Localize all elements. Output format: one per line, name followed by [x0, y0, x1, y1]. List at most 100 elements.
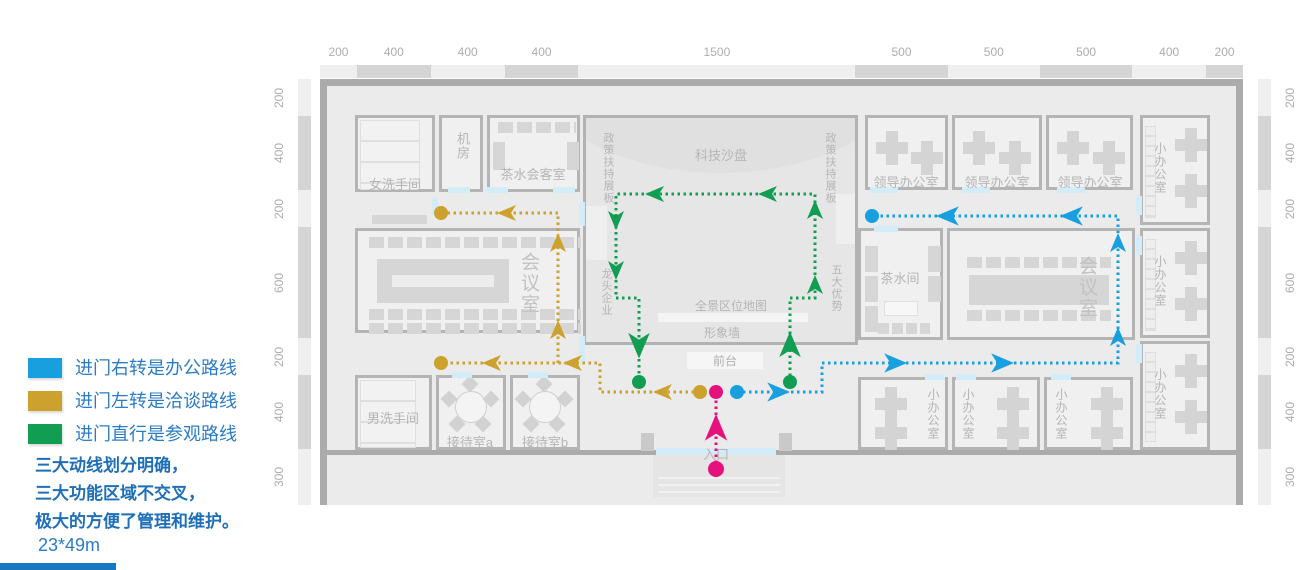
size-label: 23*49m: [38, 535, 101, 555]
chair-row: [369, 309, 581, 320]
note-line: 三大动线划分明确，: [35, 456, 188, 475]
ruler-segment: 400: [1258, 375, 1297, 450]
sofa: [865, 276, 878, 302]
room-label: 茶水间: [880, 271, 920, 286]
room-label: 男洗手间: [366, 411, 420, 426]
ruler-segment: 200: [272, 190, 311, 228]
exhibit-label: 全景区位地图: [694, 299, 767, 313]
toilet-stalls: [360, 120, 420, 190]
porch-step: [658, 491, 780, 493]
exhibit-label: 五大优势: [830, 264, 842, 312]
legend-swatch-negotiate: [28, 391, 62, 411]
room-label: 茶水会客室: [500, 167, 566, 182]
storage-rack: [1145, 239, 1156, 331]
desk: [875, 416, 907, 450]
bench-row: [878, 323, 930, 334]
ruler-segment: 300: [272, 449, 311, 506]
bench: [372, 215, 427, 224]
legend-item-visit: 进门直行是参观路线: [28, 424, 237, 444]
note-line: 极大的方便了管理和维护。: [35, 512, 239, 531]
room-men-restroom: [355, 375, 432, 450]
chair-row: [369, 237, 581, 248]
description-notes: 三大动线划分明确， 三大功能区域不交叉， 极大的方便了管理和维护。: [35, 452, 239, 536]
dimension-label: 400: [1283, 402, 1297, 423]
sofa: [567, 142, 579, 170]
tea-table: [884, 301, 918, 316]
ruler-segment: 500: [1039, 45, 1133, 78]
bottom-wall: [327, 450, 1236, 455]
ruler-segment: 500: [947, 45, 1040, 78]
sofa-row: [498, 122, 576, 133]
dimension-label: 300: [1283, 467, 1297, 488]
room-leader-office-3: [1046, 115, 1133, 190]
exhibit-label: 政策扶持展板: [824, 132, 836, 204]
dimension-label: 200: [328, 45, 349, 59]
room-label: 会议室: [518, 252, 539, 315]
legend-label: 进门左转是洽谈路线: [75, 391, 237, 411]
dimension-label: 200: [1283, 346, 1297, 367]
legend-item-negotiate: 进门左转是洽谈路线: [28, 391, 237, 411]
room-label: 小办公室: [961, 388, 975, 440]
desk: [1091, 416, 1123, 450]
ruler-segment: 200: [272, 79, 311, 117]
sofa: [493, 142, 505, 170]
room-label: 前台: [712, 354, 737, 368]
room-tea-lounge: [487, 115, 580, 192]
exhibit-label: 龙头企业: [600, 268, 612, 316]
desk: [999, 141, 1031, 175]
ruler-segment: 400: [430, 45, 505, 78]
ruler-segment: 400: [504, 45, 579, 78]
room-label: 小办公室: [1054, 388, 1068, 440]
door-opening: [579, 202, 585, 226]
room-label: 接待室a: [446, 435, 494, 450]
room-label: 机房: [455, 132, 470, 160]
ruler-segment: 600: [272, 227, 311, 339]
legend-label: 进门右转是办公路线: [75, 358, 237, 378]
dimension-label: 400: [383, 45, 404, 59]
dimension-label: 400: [1283, 143, 1297, 164]
porch-step: [658, 477, 780, 479]
legend-label: 进门直行是参观路线: [75, 424, 237, 444]
bottom-accent-bar: [0, 563, 116, 570]
storage-rack: [1145, 126, 1156, 218]
toilet-stalls: [360, 380, 416, 448]
hall-opening-right: [836, 194, 855, 244]
desk: [1175, 241, 1207, 275]
desk: [911, 141, 943, 175]
front-desk: 前台: [687, 352, 763, 369]
ruler-segment: 500: [855, 45, 948, 78]
right-dimension-ruler: 200 400 200 600 200 400 300: [1258, 79, 1297, 506]
ruler-segment: 400: [272, 116, 311, 191]
exhibit-label: 形象墙: [703, 326, 740, 340]
room-label: 领导办公室: [1057, 175, 1123, 190]
sofa: [865, 246, 878, 272]
sofa: [865, 306, 878, 332]
exhibition-hall: 科技沙盘 政策扶持展板 政策扶持展板 龙头企业 五大优势 全景区位地图 形象墙: [583, 115, 858, 345]
door-opening: [448, 187, 470, 193]
door-opening: [1136, 344, 1142, 363]
desk: [1175, 174, 1207, 208]
door-opening: [1051, 374, 1071, 380]
dimension-label: 200: [1283, 198, 1297, 219]
dimension-label: 200: [272, 198, 286, 219]
door-opening: [553, 187, 575, 193]
sofa: [928, 276, 941, 302]
desk: [1091, 387, 1123, 421]
door-opening: [432, 197, 438, 215]
desk: [1057, 131, 1089, 165]
ruler-segment: 200: [272, 338, 311, 376]
room-small-office-r2: [1140, 228, 1210, 338]
dimension-label: 400: [272, 402, 286, 423]
desk: [1175, 400, 1207, 434]
room-label: 小办公室: [1153, 368, 1167, 420]
ruler-segment: 200: [1206, 45, 1244, 78]
door-opening: [1057, 187, 1085, 193]
ruler-segment: 200: [1258, 338, 1297, 376]
ruler-segment: 300: [1258, 449, 1297, 506]
top-dimension-ruler: 200 400 400 400 1500 500 500 500 400 200: [320, 45, 1244, 78]
room-leader-office-2: [952, 115, 1042, 190]
door-opening: [870, 187, 898, 193]
room-label: 接待室b: [521, 435, 569, 450]
dimension-label: 500: [891, 45, 912, 59]
